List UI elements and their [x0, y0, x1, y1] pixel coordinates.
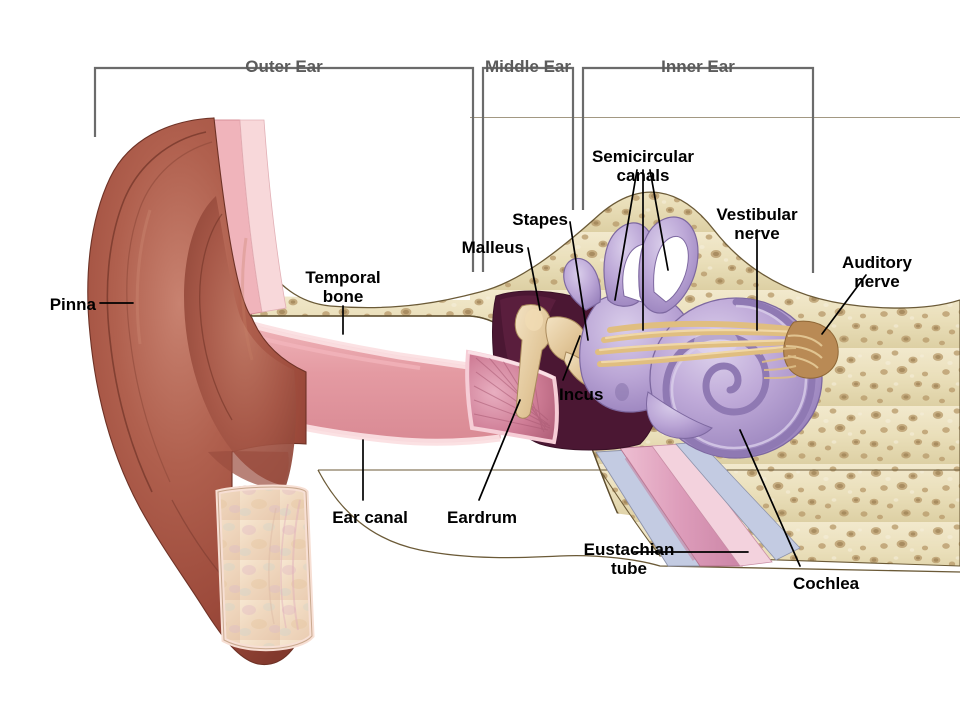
leader-semicircular-1	[614, 169, 638, 301]
leader-incus	[562, 335, 581, 381]
label-eustachian-tube-line-2: tube	[611, 559, 647, 579]
label-semicircular-canals-line-2: canals	[616, 166, 670, 186]
leader-auditory-nerve	[821, 274, 867, 335]
region-label-outer-ear: Outer Ear	[245, 57, 323, 76]
label-auditory-nerve-line-1: Auditory	[842, 253, 912, 272]
leader-semicircular-3	[649, 169, 669, 271]
label-semicircular-canals-line-1: Semicircular	[591, 147, 695, 166]
nerve-bundle	[595, 320, 839, 379]
label-ear-canal-line-1: Ear canal	[332, 508, 408, 527]
label-cochlea-line-1: Cochlea	[793, 574, 860, 593]
bracket-inner-ear	[581, 66, 815, 273]
bone-upper-white-mask	[214, 118, 960, 308]
leader-lines	[99, 169, 867, 567]
label-eustachian-tube-line-1: Eustachian	[583, 540, 675, 559]
label-pinna: Pinna	[50, 295, 96, 314]
leader-malleus	[527, 247, 541, 311]
label-stapes-line-1: Stapes	[512, 210, 568, 229]
region-brackets	[93, 66, 815, 273]
label-vestibular-nerve-line-1: Vestibular	[716, 205, 798, 224]
label-eardrum-line-1: Eardrum	[447, 508, 517, 527]
label-temporal-bone-line-2: bone	[322, 287, 364, 307]
leader-eardrum	[478, 399, 521, 501]
eustachian-tube-structure	[595, 441, 801, 567]
label-cochlea: Cochlea	[793, 574, 859, 593]
bracket-outer-ear	[93, 66, 475, 272]
label-malleus-line-1: Malleus	[461, 238, 524, 257]
region-label-middle-ear: Middle Ear	[485, 57, 571, 76]
leader-cochlea	[739, 429, 801, 567]
label-vestibular-nerve-line-2: nerve	[734, 224, 780, 244]
label-temporal-bone-line-1: Temporal	[305, 268, 381, 287]
label-stapes: Stapes	[512, 210, 568, 229]
label-pinna-line-1: Pinna	[49, 295, 96, 314]
bone-upper-contour	[213, 119, 960, 309]
bracket-middle-ear	[481, 66, 575, 272]
below-bone-white	[280, 478, 960, 710]
label-eardrum: Eardrum	[447, 508, 517, 527]
ear-lobe-section	[215, 484, 315, 652]
label-incus-line-1: Incus	[559, 385, 604, 404]
leader-stapes	[569, 221, 589, 341]
label-auditory-nerve-line-2: nerve	[854, 272, 900, 292]
label-malleus: Malleus	[462, 238, 524, 257]
label-incus: Incus	[559, 385, 603, 404]
region-label-inner-ear: Inner Ear	[661, 57, 735, 76]
label-ear-canal: Ear canal	[332, 508, 408, 527]
inner-ear-labyrinth	[563, 216, 823, 459]
